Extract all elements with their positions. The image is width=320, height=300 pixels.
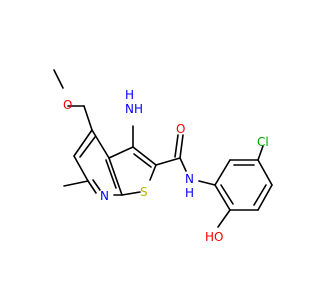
bond-ar6-ar1: [214, 184, 231, 211]
amino-hydrogen-label: N: [125, 102, 134, 116]
hydroxyl-hydrogen-label: H: [205, 230, 214, 244]
bond-ch2-c4: [83, 105, 93, 131]
bond-c3a-c4: [91, 129, 110, 159]
amino-nitrogen-label: H: [125, 88, 134, 102]
bond-c2-s: [149, 164, 157, 181]
bond-s-c7a: [121, 191, 141, 196]
bond-carbonyl-n: [179, 157, 187, 172]
hydroxyl-oxygen-label: O: [214, 230, 223, 244]
bond-ar6-ar1-inner: [220, 184, 234, 205]
bond-c2-carbonyl: [155, 157, 181, 166]
bond-c4-c5: [73, 129, 93, 157]
amide-hydrogen-label: H: [185, 186, 194, 200]
bond-methyl-o: [53, 69, 64, 89]
molecule-structure: H N H O N S O N H Cl H O: [53, 69, 273, 244]
bond-c3-c2-inner: [133, 153, 152, 168]
bond-ar4-ar5-inner: [253, 184, 267, 206]
bond-c6-n-inner: [92, 179, 101, 191]
bond-ar6-oh: [217, 209, 231, 228]
bond-c7a-c3a: [108, 157, 123, 196]
bond-c6-n: [87, 180, 97, 194]
pyridine-nitrogen-label: N: [100, 189, 109, 203]
bond-carbonyl-o: [179, 134, 184, 159]
molecule-structure-canvas: H N H O N S O N H Cl H O: [53, 69, 273, 244]
bond-c3-c2: [132, 146, 157, 166]
bond-layer: [53, 69, 273, 228]
bond-carbonyl-o-2: [174, 134, 179, 158]
bond-ar4-ar5: [257, 184, 273, 211]
amide-nitrogen-label: N: [185, 172, 194, 186]
bond-c5-c6: [73, 155, 89, 182]
thiophene-sulfur-label: S: [140, 185, 148, 199]
chlorine-label: Cl: [257, 135, 269, 149]
bond-ar3-cl: [257, 145, 264, 161]
bond-c6-methyl: [63, 180, 89, 187]
bond-ar3-ar4: [257, 159, 273, 186]
bond-c3a-c3: [108, 146, 134, 159]
bond-ar1-ar2: [214, 159, 231, 186]
carbonyl-oxygen-label: O: [176, 122, 185, 136]
bond-n-aryl: [198, 180, 216, 186]
atom-label-layer: H N H O N S O N H Cl H O: [63, 88, 269, 244]
methoxy-oxygen-label: O: [63, 98, 72, 112]
bond-c7a-c3a-inner: [105, 159, 117, 189]
amino-hydrogen2-label: H: [134, 102, 143, 116]
bond-c4-c5-inner: [79, 136, 96, 158]
